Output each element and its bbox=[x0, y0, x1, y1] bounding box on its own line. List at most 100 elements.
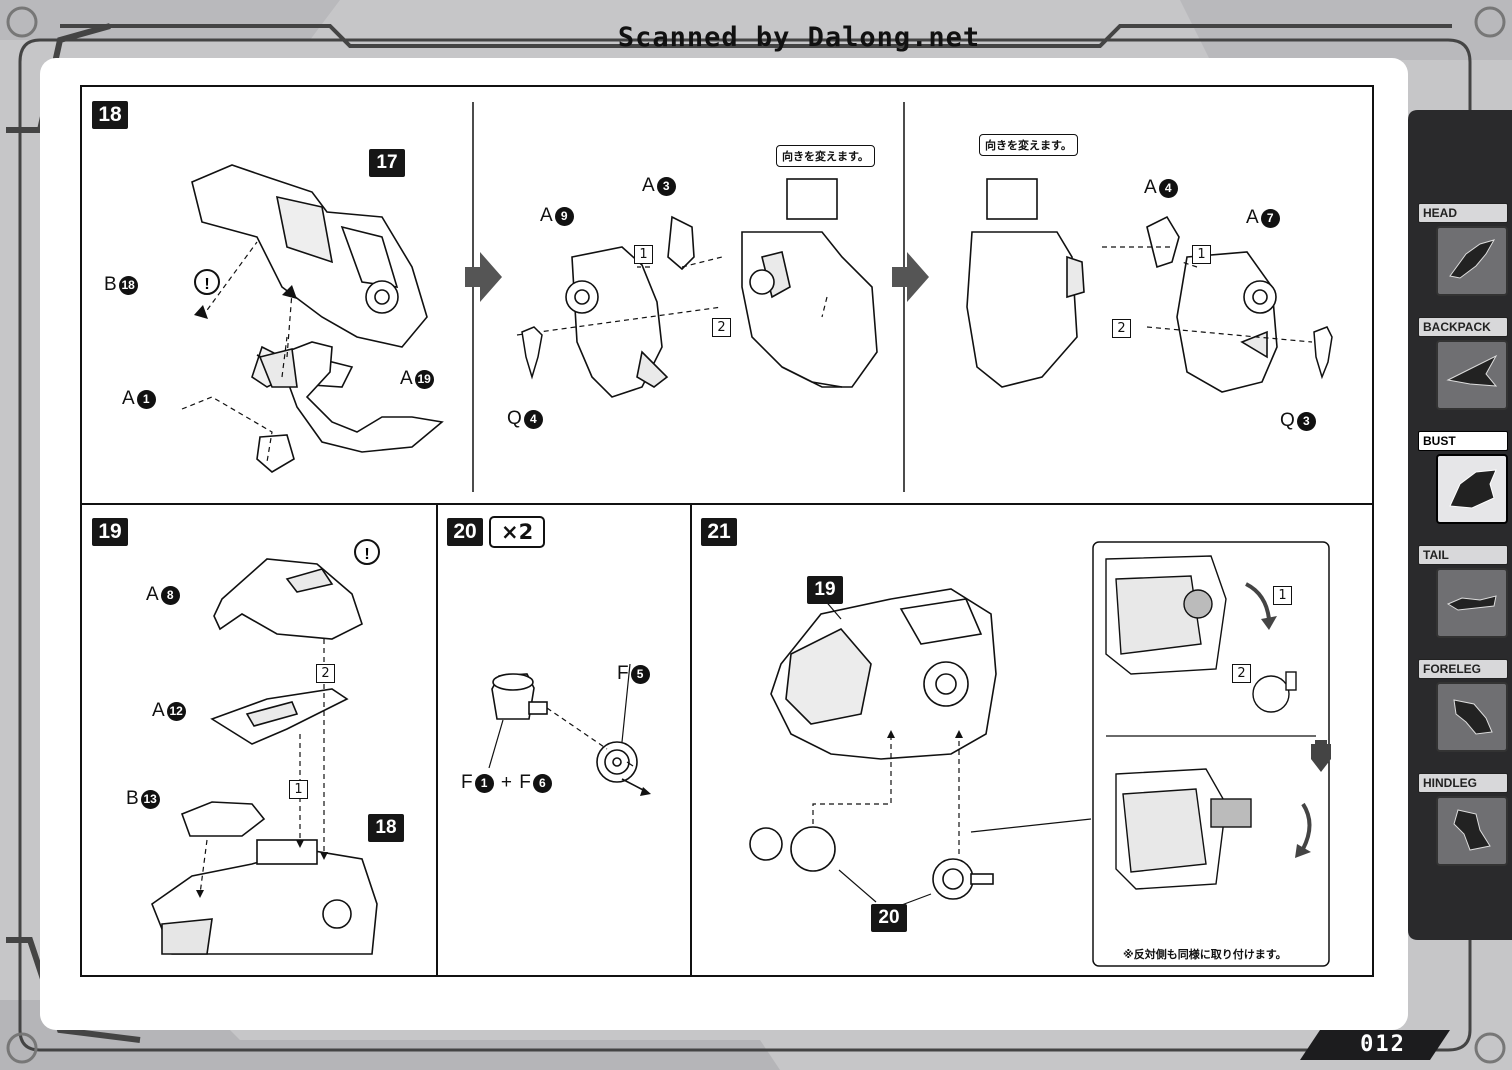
section-tab-head[interactable]: HEAD bbox=[1414, 200, 1508, 298]
section-tab-tail[interactable]: TAIL bbox=[1414, 542, 1508, 640]
ref-step-17: 17 bbox=[369, 149, 405, 177]
section-tab-bust[interactable]: BUST bbox=[1414, 428, 1508, 526]
part-number: 12 bbox=[166, 702, 186, 721]
part-letter: A bbox=[122, 388, 135, 409]
dragon-bust-icon bbox=[1449, 469, 1497, 509]
part-letter: Q bbox=[1280, 410, 1295, 431]
step-number-18: 18 bbox=[92, 101, 128, 129]
part-letter: A bbox=[152, 700, 165, 721]
order-2-inset: 2 bbox=[1232, 664, 1251, 683]
part-number: 18 bbox=[118, 276, 138, 295]
order-2-right: 2 bbox=[1112, 319, 1131, 338]
step-number-21: 21 bbox=[701, 518, 737, 546]
part-number: 7 bbox=[1260, 209, 1280, 228]
part-number: 3 bbox=[656, 177, 676, 196]
step-21-panel: 21 bbox=[691, 504, 1372, 975]
tab-label: HINDLEG bbox=[1418, 773, 1508, 793]
step-21-illustration bbox=[749, 541, 1331, 967]
tab-label: HEAD bbox=[1418, 203, 1508, 223]
part-letter: A bbox=[1246, 207, 1259, 228]
part-letter: B bbox=[126, 788, 139, 809]
part-letter: F bbox=[519, 772, 531, 793]
section-tab-foreleg[interactable]: FORELEG bbox=[1414, 656, 1508, 754]
order-1-inset: 1 bbox=[1273, 586, 1292, 605]
part-number: 4 bbox=[1158, 179, 1178, 198]
tab-label: TAIL bbox=[1418, 545, 1508, 565]
order-1-middle: 1 bbox=[634, 245, 653, 264]
svg-text:!: ! bbox=[204, 276, 209, 293]
order-2-middle: 2 bbox=[712, 318, 731, 337]
scan-credit: Scanned by Dalong.net bbox=[617, 22, 981, 53]
quantity-x2-badge: ×2 bbox=[489, 516, 546, 548]
turn-callout-right: 向きを変えます。 bbox=[979, 134, 1078, 156]
part-number: 4 bbox=[523, 410, 543, 429]
section-tab-backpack[interactable]: BACKPACK bbox=[1414, 314, 1508, 412]
part-number: 9 bbox=[554, 207, 574, 226]
part-letter: Q bbox=[507, 408, 522, 429]
hindleg-icon bbox=[1453, 809, 1491, 851]
part-number: 13 bbox=[140, 790, 160, 809]
opposite-side-note: ※反対側も同様に取り付けます。 bbox=[1123, 948, 1287, 961]
grid-lines bbox=[82, 102, 1372, 975]
section-tab-hindleg[interactable]: HINDLEG bbox=[1414, 770, 1508, 868]
part-letter: A bbox=[642, 175, 655, 196]
step-18-panel: 18 bbox=[82, 87, 1372, 504]
order-1-right: 1 bbox=[1192, 245, 1211, 264]
part-letter: A bbox=[540, 205, 553, 226]
step-19-illustration: ! bbox=[151, 539, 380, 955]
part-letter: F bbox=[617, 663, 629, 684]
instruction-grid: 18 bbox=[80, 85, 1374, 977]
part-number: 1 bbox=[474, 774, 494, 793]
hindleg-thumbnail bbox=[1436, 796, 1508, 866]
ref-step-20: 20 bbox=[871, 904, 907, 932]
page-number: 012 bbox=[1360, 1032, 1406, 1057]
ref-step-19: 19 bbox=[807, 576, 843, 604]
step-18-illustration: ! bbox=[181, 164, 1333, 473]
ref-step-18: 18 bbox=[368, 814, 404, 842]
order-2-step19: 2 bbox=[316, 664, 335, 683]
tail-thumbnail bbox=[1436, 568, 1508, 638]
part-number: 6 bbox=[532, 774, 552, 793]
foreleg-thumbnail bbox=[1436, 682, 1508, 752]
step-20-illustration bbox=[488, 663, 651, 796]
step-number-19: 19 bbox=[92, 518, 128, 546]
part-number: 3 bbox=[1296, 412, 1316, 431]
order-1-step19: 1 bbox=[289, 780, 308, 799]
part-number: 19 bbox=[414, 370, 434, 389]
turn-callout-middle: 向きを変えます。 bbox=[776, 145, 875, 167]
foreleg-icon bbox=[1453, 699, 1493, 735]
backpack-thumbnail bbox=[1436, 340, 1508, 410]
bust-thumbnail bbox=[1436, 454, 1508, 524]
part-letter: A bbox=[400, 368, 413, 389]
part-number: 1 bbox=[136, 390, 156, 409]
part-number: 5 bbox=[630, 665, 650, 684]
part-letter: A bbox=[1144, 177, 1157, 198]
head-thumbnail bbox=[1436, 226, 1508, 296]
part-letter: F bbox=[461, 772, 473, 793]
part-letter: B bbox=[104, 274, 117, 295]
backpack-wing-icon bbox=[1446, 354, 1498, 387]
tab-label: BUST bbox=[1418, 431, 1508, 451]
tab-label: FORELEG bbox=[1418, 659, 1508, 679]
plus-sign: + bbox=[500, 772, 512, 793]
part-number: 8 bbox=[160, 586, 180, 605]
svg-text:!: ! bbox=[364, 546, 369, 563]
part-letter: A bbox=[146, 584, 159, 605]
step-number-20: 20 bbox=[447, 518, 483, 546]
tab-label: BACKPACK bbox=[1418, 317, 1508, 337]
